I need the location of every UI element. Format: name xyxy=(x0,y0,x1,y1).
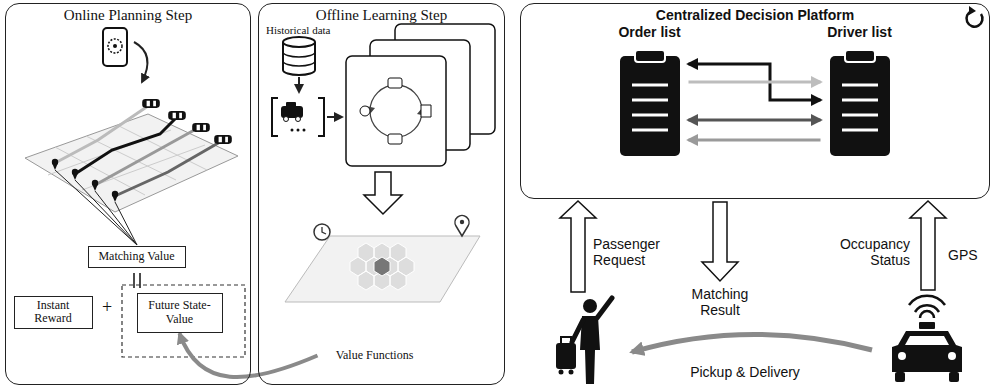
node-text: Matching Value xyxy=(98,250,174,264)
value-functions-text: Value Functions xyxy=(320,345,430,367)
instant-reward-box: Instant Reward xyxy=(14,296,93,330)
driver-list: Driver list xyxy=(821,24,899,162)
connector xyxy=(689,64,821,100)
connector xyxy=(689,139,821,142)
equals-symbol xyxy=(134,273,140,288)
clipboard-icon xyxy=(620,50,890,156)
taxi-figure xyxy=(892,296,962,382)
mdp-pages xyxy=(346,24,495,166)
platform-panel: Centralized Decision PlatformOrder list D… xyxy=(520,3,990,199)
panel-heading: Offline Learning Step xyxy=(259,7,504,24)
node-text: Future State-Value xyxy=(143,299,217,327)
signal-label: GPS xyxy=(948,247,988,263)
panel-heading: Centralized Decision Platform xyxy=(521,7,989,23)
connector xyxy=(180,334,318,378)
flow-label: Matching Result xyxy=(676,286,764,318)
flow-label: Occupancy Status xyxy=(818,236,910,268)
hollow-arrows xyxy=(560,201,946,292)
node-text: Instant Reward xyxy=(20,299,87,327)
hollow-arrow xyxy=(364,172,402,214)
connector xyxy=(689,119,821,122)
online-panel: Online Planning StepMatching ValueInstan… xyxy=(5,3,251,385)
trajectory-bracket xyxy=(272,98,342,136)
future-value-box: Future State-Value xyxy=(137,293,223,333)
source-label: Historical data xyxy=(266,24,346,37)
value-map xyxy=(285,215,480,302)
pickup-arrow xyxy=(632,334,872,352)
database-icon xyxy=(283,37,315,92)
passenger-figure xyxy=(556,298,612,384)
plus-sign: + xyxy=(98,297,116,318)
node-text: Driver list xyxy=(821,24,899,40)
offline-panel: Offline Learning StepValue Functions xyxy=(258,3,505,385)
matching-grid xyxy=(25,99,238,245)
matching-value-box: Matching Value xyxy=(88,246,186,268)
node-text: Order list xyxy=(611,24,689,40)
connector xyxy=(689,81,821,84)
panel-heading: Online Planning Step xyxy=(6,7,250,24)
rotate-icon xyxy=(966,6,982,27)
node-text: Value Functions xyxy=(336,348,414,363)
phone-icon xyxy=(103,28,147,82)
order-list: Order list xyxy=(611,24,689,162)
flow-label: Pickup & Delivery xyxy=(680,364,810,380)
flow-label: Passenger Request xyxy=(593,236,679,268)
